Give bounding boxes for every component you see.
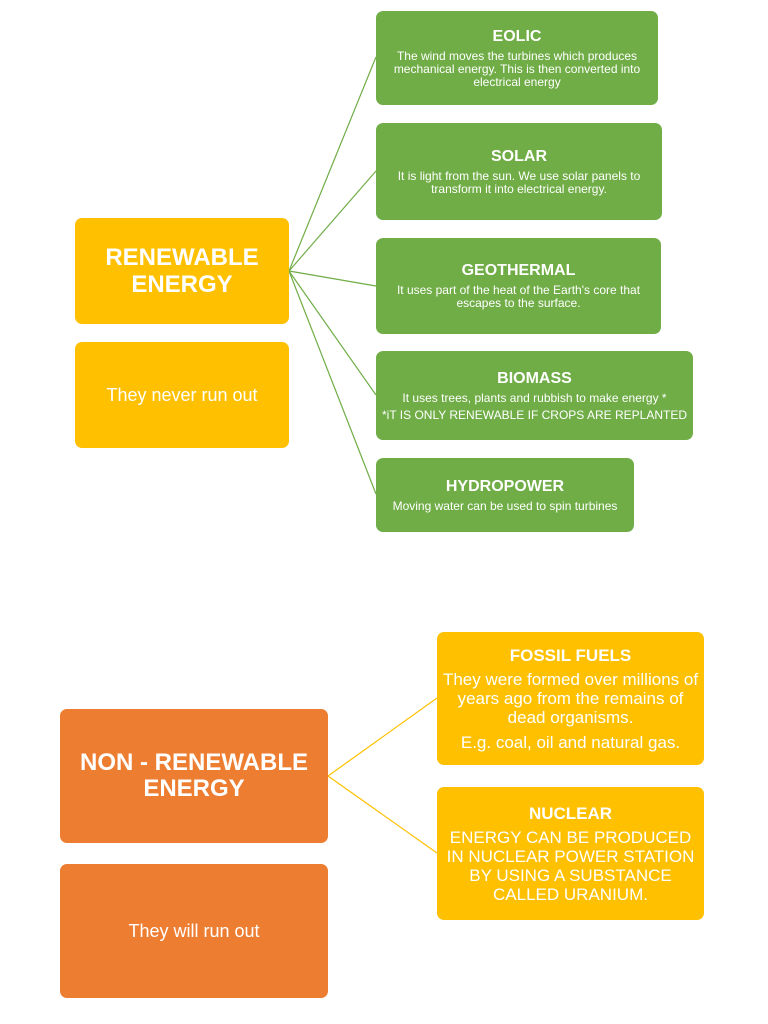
nuclear-title: NUCLEAR	[528, 803, 613, 823]
renewable-note: They never run out	[106, 384, 258, 405]
solar-box: SOLAR It is light from the sun. We use s…	[376, 123, 662, 220]
geothermal-text: It uses part of the heat of the Earth's …	[396, 283, 641, 310]
non-renewable-note: They will run out	[128, 920, 260, 941]
connector-eolic	[288, 56, 377, 272]
eolic-text: The wind moves the turbines which produc…	[393, 48, 641, 89]
biomass-title: BIOMASS	[497, 369, 572, 387]
connector-solar	[288, 170, 377, 272]
connector-geothermal	[288, 270, 377, 287]
hydropower-box: HYDROPOWER Moving water can be used to s…	[376, 458, 634, 532]
fossil-fuels-box: FOSSIL FUELS They were formed over milli…	[437, 632, 704, 765]
eolic-box: EOLIC The wind moves the turbines which …	[376, 11, 658, 105]
solar-title: SOLAR	[491, 147, 547, 165]
geothermal-box: GEOTHERMAL It uses part of the heat of t…	[376, 238, 661, 334]
renewable-title-line1: RENEWABLE	[105, 244, 259, 271]
non-renewable-energy-box: NON - RENEWABLE ENERGY	[60, 709, 328, 843]
biomass-box: BIOMASS It uses trees, plants and rubbis…	[376, 351, 693, 440]
non-renewable-title-line2: ENERGY	[143, 775, 245, 802]
renewable-note-box: They never run out	[75, 342, 289, 448]
non-renewable-note-box: They will run out	[60, 864, 328, 998]
fossil-fuels-examples: E.g. coal, oil and natural gas.	[460, 732, 681, 752]
hydropower-text: Moving water can be used to spin turbine…	[392, 498, 618, 513]
fossil-fuels-title: FOSSIL FUELS	[509, 645, 632, 665]
renewable-energy-box: RENEWABLE ENERGY	[75, 218, 289, 324]
hydropower-title: HYDROPOWER	[445, 477, 565, 495]
biomass-text: It uses trees, plants and rubbish to mak…	[402, 390, 667, 405]
nuclear-text: ENERGY CAN BE PRODUCED IN NUCLEAR POWER …	[446, 827, 695, 904]
biomass-note: *iT IS ONLY RENEWABLE IF CROPS ARE REPLA…	[382, 407, 687, 422]
connector-hydropower	[288, 270, 377, 495]
solar-text: It is light from the sun. We use solar p…	[397, 168, 641, 196]
fossil-fuels-text: They were formed over millions of years …	[442, 669, 699, 727]
connector-fossil-fuels	[327, 697, 438, 777]
connector-biomass	[288, 270, 377, 396]
non-renewable-title-line1: NON - RENEWABLE	[80, 749, 308, 776]
nuclear-box: NUCLEAR ENERGY CAN BE PRODUCED IN NUCLEA…	[437, 787, 704, 920]
geothermal-title: GEOTHERMAL	[461, 262, 576, 279]
connector-nuclear	[327, 775, 438, 854]
eolic-title: EOLIC	[492, 27, 542, 45]
renewable-title-line2: ENERGY	[131, 271, 233, 298]
